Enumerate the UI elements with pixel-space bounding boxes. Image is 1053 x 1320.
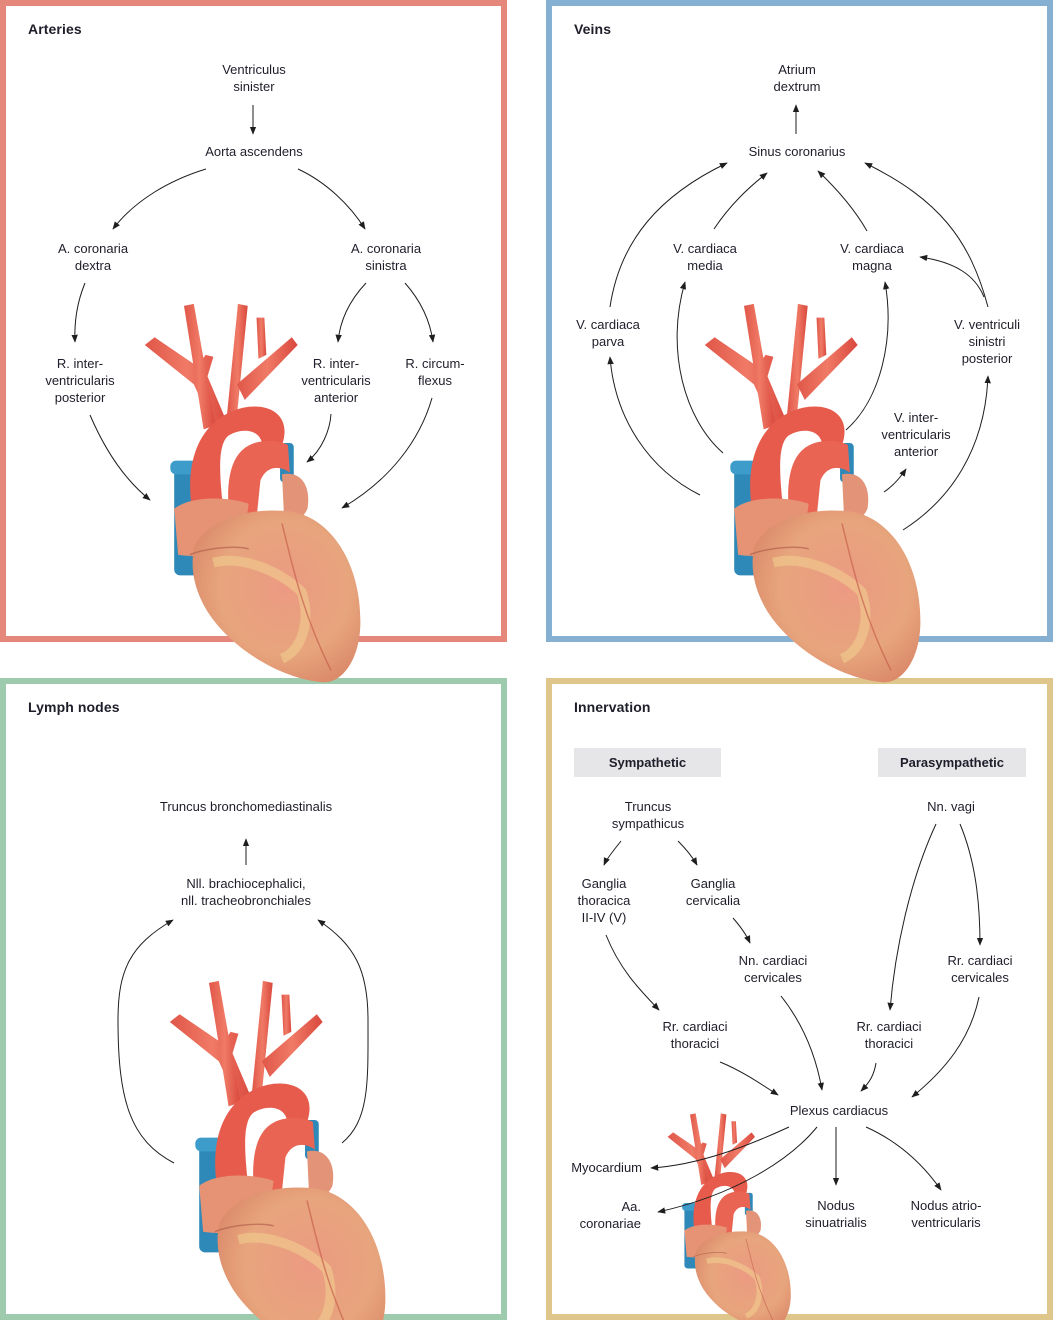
- panel-title-innervation: Innervation: [574, 699, 651, 715]
- node-rr-cardiaci-thoracici-sympathetic: Rr. cardiaci thoracici: [662, 1019, 728, 1051]
- node-ganglia-thoracica: Ganglia thoracica II-IV (V): [577, 876, 631, 925]
- parasympathetic-header: Parasympathetic: [878, 748, 1026, 777]
- node-a-coronaria-sinistra: A. coronaria sinistra: [350, 241, 422, 273]
- node-truncus-sympathicus: Truncus sympathicus: [611, 799, 685, 831]
- node-nll-brachiocephalici: Nll. brachiocephalici, nll. tracheobronc…: [180, 876, 312, 908]
- sympathetic-header: Sympathetic: [574, 748, 721, 777]
- node-nodus-atrioventricularis: Nodus atrio- ventricularis: [910, 1198, 982, 1230]
- node-truncus-bronchomediastinalis: Truncus bronchomediastinalis: [159, 799, 333, 814]
- node-rr-cardiaci-cervicales: Rr. cardiaci cervicales: [947, 953, 1013, 985]
- node-myocardium: Myocardium: [571, 1160, 642, 1175]
- node-r-interventricularis-posterior: R. inter- ventricularis posterior: [45, 356, 115, 405]
- panel-title-arteries: Arteries: [28, 21, 82, 37]
- node-nn-vagi: Nn. vagi: [927, 799, 975, 814]
- node-v-ventriculi-sinistri-posterior: V. ventriculi sinistri posterior: [954, 317, 1020, 366]
- node-a-coronaria-dextra: A. coronaria dextra: [57, 241, 129, 273]
- node-v-cardiaca-media: V. cardiaca media: [673, 241, 737, 273]
- panel-title-lymph-nodes: Lymph nodes: [28, 699, 120, 715]
- node-r-circumflexus: R. circum- flexus: [405, 356, 465, 388]
- node-ganglia-cervicalia: Ganglia cervicalia: [685, 876, 741, 908]
- node-aa-coronariae: Aa. coronariae: [579, 1199, 641, 1231]
- node-r-interventricularis-anterior: R. inter- ventricularis anterior: [301, 356, 371, 405]
- node-nodus-sinuatrialis: Nodus sinuatrialis: [805, 1198, 867, 1230]
- node-ventriculus-sinister: Ventriculus sinister: [222, 62, 286, 94]
- node-v-interventricularis-anterior: V. inter- ventricularis anterior: [881, 410, 951, 459]
- node-plexus-cardiacus: Plexus cardiacus: [789, 1103, 889, 1118]
- node-aorta-ascendens: Aorta ascendens: [205, 144, 303, 159]
- node-nn-cardiaci-cervicales: Nn. cardiaci cervicales: [738, 953, 808, 985]
- node-rr-cardiaci-thoracici-parasympathetic: Rr. cardiaci thoracici: [856, 1019, 922, 1051]
- panel-title-veins: Veins: [574, 21, 612, 37]
- node-v-cardiaca-parva: V. cardiaca parva: [576, 317, 640, 349]
- node-v-cardiaca-magna: V. cardiaca magna: [840, 241, 904, 273]
- arteries-panel: [0, 0, 507, 642]
- lymph-nodes-panel: [0, 678, 507, 1320]
- node-sinus-coronarius: Sinus coronarius: [748, 144, 846, 159]
- node-atrium-dextrum: Atrium dextrum: [773, 62, 821, 94]
